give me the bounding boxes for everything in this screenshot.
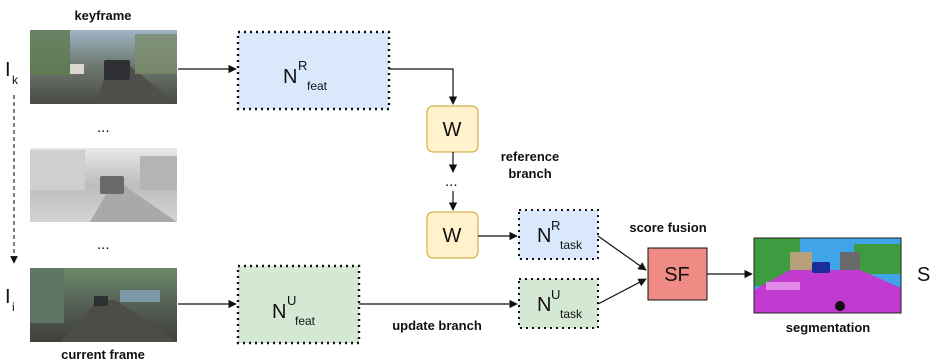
reference-task-network (518, 209, 599, 260)
update-feature-label: N U feat (272, 293, 316, 328)
svg-text:task: task (560, 307, 583, 321)
svg-text:feat: feat (307, 79, 328, 93)
svg-text:N: N (283, 66, 297, 88)
current-frame-caption: current frame (61, 347, 145, 362)
reference-task-to-fusion-arrow (597, 235, 647, 271)
warp-bottom-label: W (443, 225, 462, 247)
intermediate-frame-image (30, 148, 177, 222)
svg-text:N: N (537, 225, 551, 247)
frames-ellipsis-bottom: ... (97, 236, 110, 253)
update-feature-network (236, 264, 361, 345)
keyframe-subscript: k (12, 73, 19, 87)
reference-feature-network (236, 30, 391, 111)
svg-text:N: N (272, 301, 286, 323)
reference-task-label: N R task (537, 218, 583, 252)
svg-text:task: task (560, 238, 583, 252)
reference-feature-to-warp-arrow (389, 68, 458, 105)
svg-text:R: R (551, 218, 560, 233)
update-task-to-fusion-arrow (597, 278, 647, 305)
svg-text:U: U (551, 287, 560, 302)
output-symbol: S (917, 264, 930, 286)
frames-ellipsis-top: ... (97, 119, 110, 136)
segmentation-image (753, 237, 902, 314)
current-frame-image (30, 268, 177, 342)
keyframe-symbol: I (5, 59, 11, 81)
reference-branch-label-line1: reference (501, 149, 560, 164)
warp-top-label: W (443, 119, 462, 141)
svg-text:R: R (298, 58, 307, 73)
score-fusion-box (647, 247, 708, 301)
score-fusion-box-label: SF (664, 264, 690, 286)
current-frame-subscript: i (12, 300, 15, 314)
update-branch-label: update branch (392, 318, 482, 333)
warp-box-bottom (426, 211, 479, 259)
svg-text:N: N (537, 294, 551, 316)
svg-text:feat: feat (295, 314, 316, 328)
update-task-label: N U task (537, 287, 583, 321)
svg-text:U: U (287, 293, 296, 308)
segmentation-caption: segmentation (786, 320, 871, 335)
keyframe-image (30, 30, 177, 104)
keyframe-caption: keyframe (74, 8, 131, 23)
current-frame-symbol: I (5, 286, 11, 308)
reference-branch-label-line2: branch (508, 166, 551, 181)
score-fusion-label: score fusion (629, 220, 706, 235)
reference-feature-label: N R feat (283, 58, 328, 93)
warp-ellipsis: ... (445, 173, 458, 190)
